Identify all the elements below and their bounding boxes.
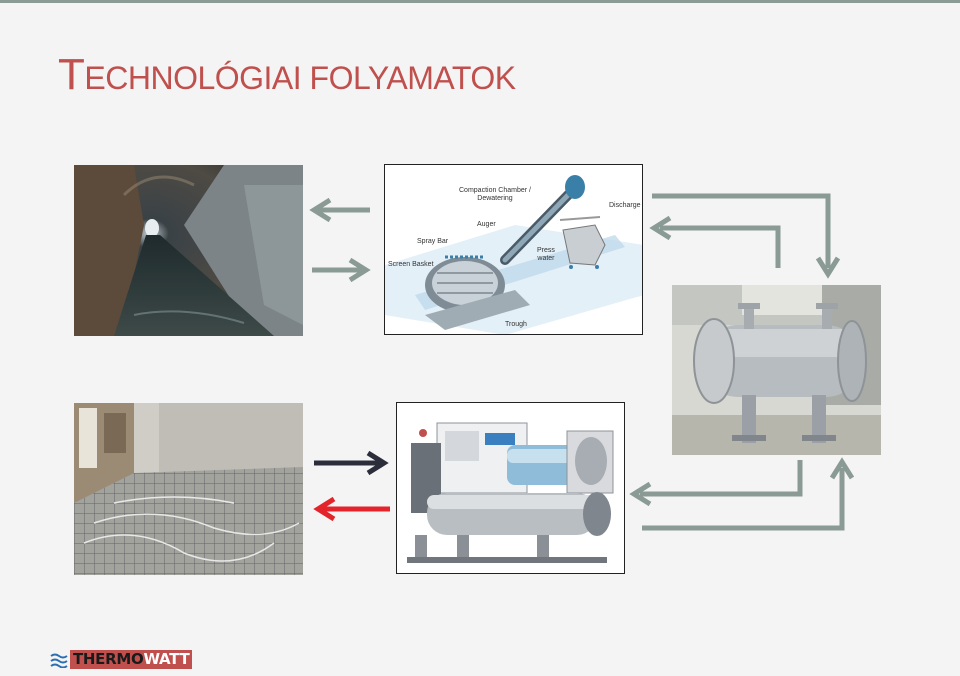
- arrow-screen-to-tunnel: [309, 197, 370, 223]
- heat-pump-photo: [396, 402, 625, 574]
- callout-compaction: Compaction Chamber / Dewatering: [459, 187, 531, 202]
- callout-spray-bar: Spray Bar: [417, 238, 449, 245]
- sewer-tunnel-photo: [74, 165, 303, 336]
- heat-exchanger-photo: [672, 285, 881, 455]
- arrow-exchanger-to-screen: [649, 215, 781, 268]
- arrow-screen-to-exchanger: [652, 193, 841, 279]
- arrow-tunnel-to-screen: [312, 257, 371, 283]
- callout-auger: Auger: [477, 221, 496, 228]
- waves-icon: [50, 653, 68, 668]
- callout-screen-basket: Screen Basket: [388, 261, 434, 268]
- logo-wordmark: THERMOWATT: [70, 650, 193, 669]
- top-accent-bar: [0, 0, 960, 3]
- underfloor-heating-photo: [74, 403, 303, 575]
- arrow-heatpump-to-floor-hot: [313, 496, 390, 522]
- page-title: TECHNOLÓGIAI FOLYAMATOK: [58, 50, 516, 99]
- callout-discharge: Discharge: [609, 202, 641, 209]
- thermowatt-logo: THERMOWATT: [50, 650, 193, 669]
- arrow-heatpump-to-exchanger: [642, 457, 855, 531]
- callout-press-water: Press water: [537, 247, 555, 262]
- screw-screen-diagram: Compaction Chamber / Dewatering Discharg…: [384, 164, 643, 335]
- arrow-exchanger-to-heatpump: [629, 460, 803, 507]
- arrow-floor-to-heatpump-cold: [314, 450, 389, 476]
- callout-trough: Trough: [505, 321, 527, 328]
